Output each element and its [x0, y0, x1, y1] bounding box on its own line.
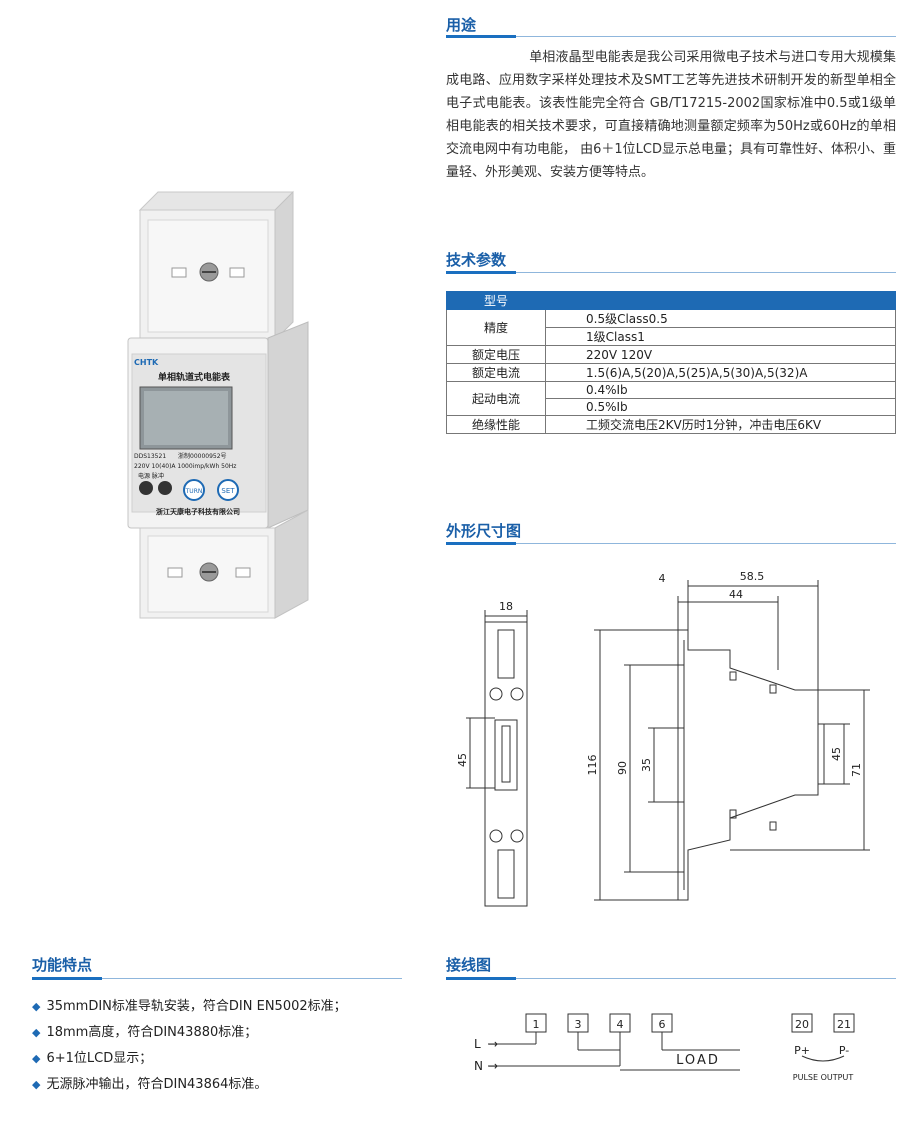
spec-header-row: 型号 [446, 291, 896, 310]
ratings-label: 220V 10(40)A 1000imp/kWh 50Hz [134, 463, 236, 470]
diamond-bullet-icon: ◆ [32, 1052, 41, 1065]
terminal-3: 3 [575, 1018, 582, 1031]
dim-35: 35 [640, 758, 653, 772]
indicator-labels: 电源 脉冲 [138, 472, 164, 480]
spec-value: 0.5%Ib [545, 398, 896, 416]
dim-71: 71 [850, 763, 863, 777]
arrow-n-icon: → [488, 1059, 498, 1073]
list-item: ◆6+1位LCD显示； [32, 1051, 153, 1066]
spec-header-value [545, 291, 896, 310]
diamond-bullet-icon: ◆ [32, 1078, 41, 1091]
arrow-l-icon: → [488, 1037, 498, 1051]
features-list: ◆35mmDIN标准导轨安装，符合DIN EN5002标准； ◆18mm高度，符… [32, 994, 347, 1098]
load-label: LOAD [676, 1053, 720, 1068]
dim-45-side: 45 [830, 747, 843, 761]
list-item: ◆无源脉冲输出，符合DIN43864标准。 [32, 1077, 268, 1092]
terminal-4: 4 [617, 1018, 624, 1031]
product-photo: CHTK 单相轨道式电能表 DDS13521 浙制00000952号 220V … [127, 190, 309, 619]
features-title: 功能特点 [32, 956, 93, 974]
spec-row: 绝缘性能 工频交流电压2KV历时1分钟，冲击电压6KV [446, 415, 896, 434]
spec-key: 起动电流 [446, 381, 546, 416]
terminal-1: 1 [533, 1018, 540, 1031]
model-label: DDS13521 [134, 453, 166, 460]
spec-value: 1级Class1 [545, 327, 896, 346]
spec-value: 1.5(6)A,5(20)A,5(25)A,5(30)A,5(32)A [545, 363, 896, 382]
dim-45-front: 45 [456, 753, 469, 767]
spec-key: 精度 [446, 309, 546, 346]
wiring-diagram: 1 3 4 6 20 21 L N → → LOAD P+ P- PULSE O… [474, 1013, 855, 1082]
usage-paragraph: 单相液晶型电能表是我公司采用微电子技术与进口专用大规模集成电路、应用数字采样处理… [446, 50, 897, 180]
dimensions-divider [446, 542, 896, 545]
usage-title: 用途 [446, 16, 477, 34]
specs-title: 技术参数 [446, 251, 507, 269]
spec-key: 绝缘性能 [446, 415, 546, 434]
wiring-divider [446, 977, 896, 980]
spec-row: 精度 0.5级Class0.5 [446, 309, 896, 346]
set-button-label: SET [221, 487, 235, 495]
terminal-21: 21 [837, 1018, 851, 1031]
features-divider [32, 977, 402, 980]
turn-button-label: TURN [185, 488, 203, 495]
spec-key: 额定电流 [446, 363, 546, 382]
dim-4: 4 [659, 572, 666, 585]
spec-row: 额定电流 1.5(6)A,5(20)A,5(25)A,5(30)A,5(32)A [446, 363, 896, 382]
cert-label: 浙制00000952号 [178, 452, 227, 460]
spec-value: 220V 120V [545, 345, 896, 364]
dim-90: 90 [616, 761, 629, 775]
line-label-l: L [474, 1037, 481, 1051]
line-label-n: N [474, 1059, 483, 1073]
spec-value: 0.5级Class0.5 [545, 309, 896, 328]
terminal-20: 20 [795, 1018, 809, 1031]
brand-logo: CHTK [134, 358, 159, 367]
spec-value: 工频交流电压2KV历时1分钟，冲击电压6KV [545, 415, 896, 434]
product-name: 单相轨道式电能表 [158, 371, 231, 383]
list-item: ◆18mm高度，符合DIN43880标准； [32, 1025, 258, 1040]
dim-18: 18 [499, 600, 513, 613]
dimension-drawing: 18 45 4 58.5 44 116 90 35 45 71 [456, 570, 870, 907]
spec-key: 额定电压 [446, 345, 546, 364]
wiring-title: 接线图 [446, 956, 492, 974]
dim-58-5: 58.5 [740, 570, 765, 583]
pulse-plus-label: P+ [794, 1044, 810, 1057]
specs-divider [446, 271, 896, 274]
list-item: ◆35mmDIN标准导轨安装，符合DIN EN5002标准； [32, 999, 347, 1014]
diamond-bullet-icon: ◆ [32, 1026, 41, 1039]
dimensions-title: 外形尺寸图 [446, 522, 522, 540]
diamond-bullet-icon: ◆ [32, 1000, 41, 1013]
usage-divider [446, 35, 896, 38]
spec-header-key: 型号 [446, 291, 546, 310]
pulse-output-label: PULSE OUTPUT [793, 1073, 854, 1082]
terminal-6: 6 [659, 1018, 666, 1031]
spec-row: 起动电流 0.4%Ib [446, 381, 896, 416]
dim-44: 44 [729, 588, 743, 601]
pulse-minus-label: P- [839, 1044, 849, 1057]
company-label: 浙江天康电子科技有限公司 [156, 507, 240, 516]
spec-row: 额定电压 220V 120V [446, 345, 896, 364]
dim-116: 116 [586, 755, 599, 776]
spec-value: 0.4%Ib [545, 381, 896, 399]
spec-table: 型号 精度 0.5级Class0.5 1级Class1 额定电压 220V 12… [446, 291, 896, 434]
